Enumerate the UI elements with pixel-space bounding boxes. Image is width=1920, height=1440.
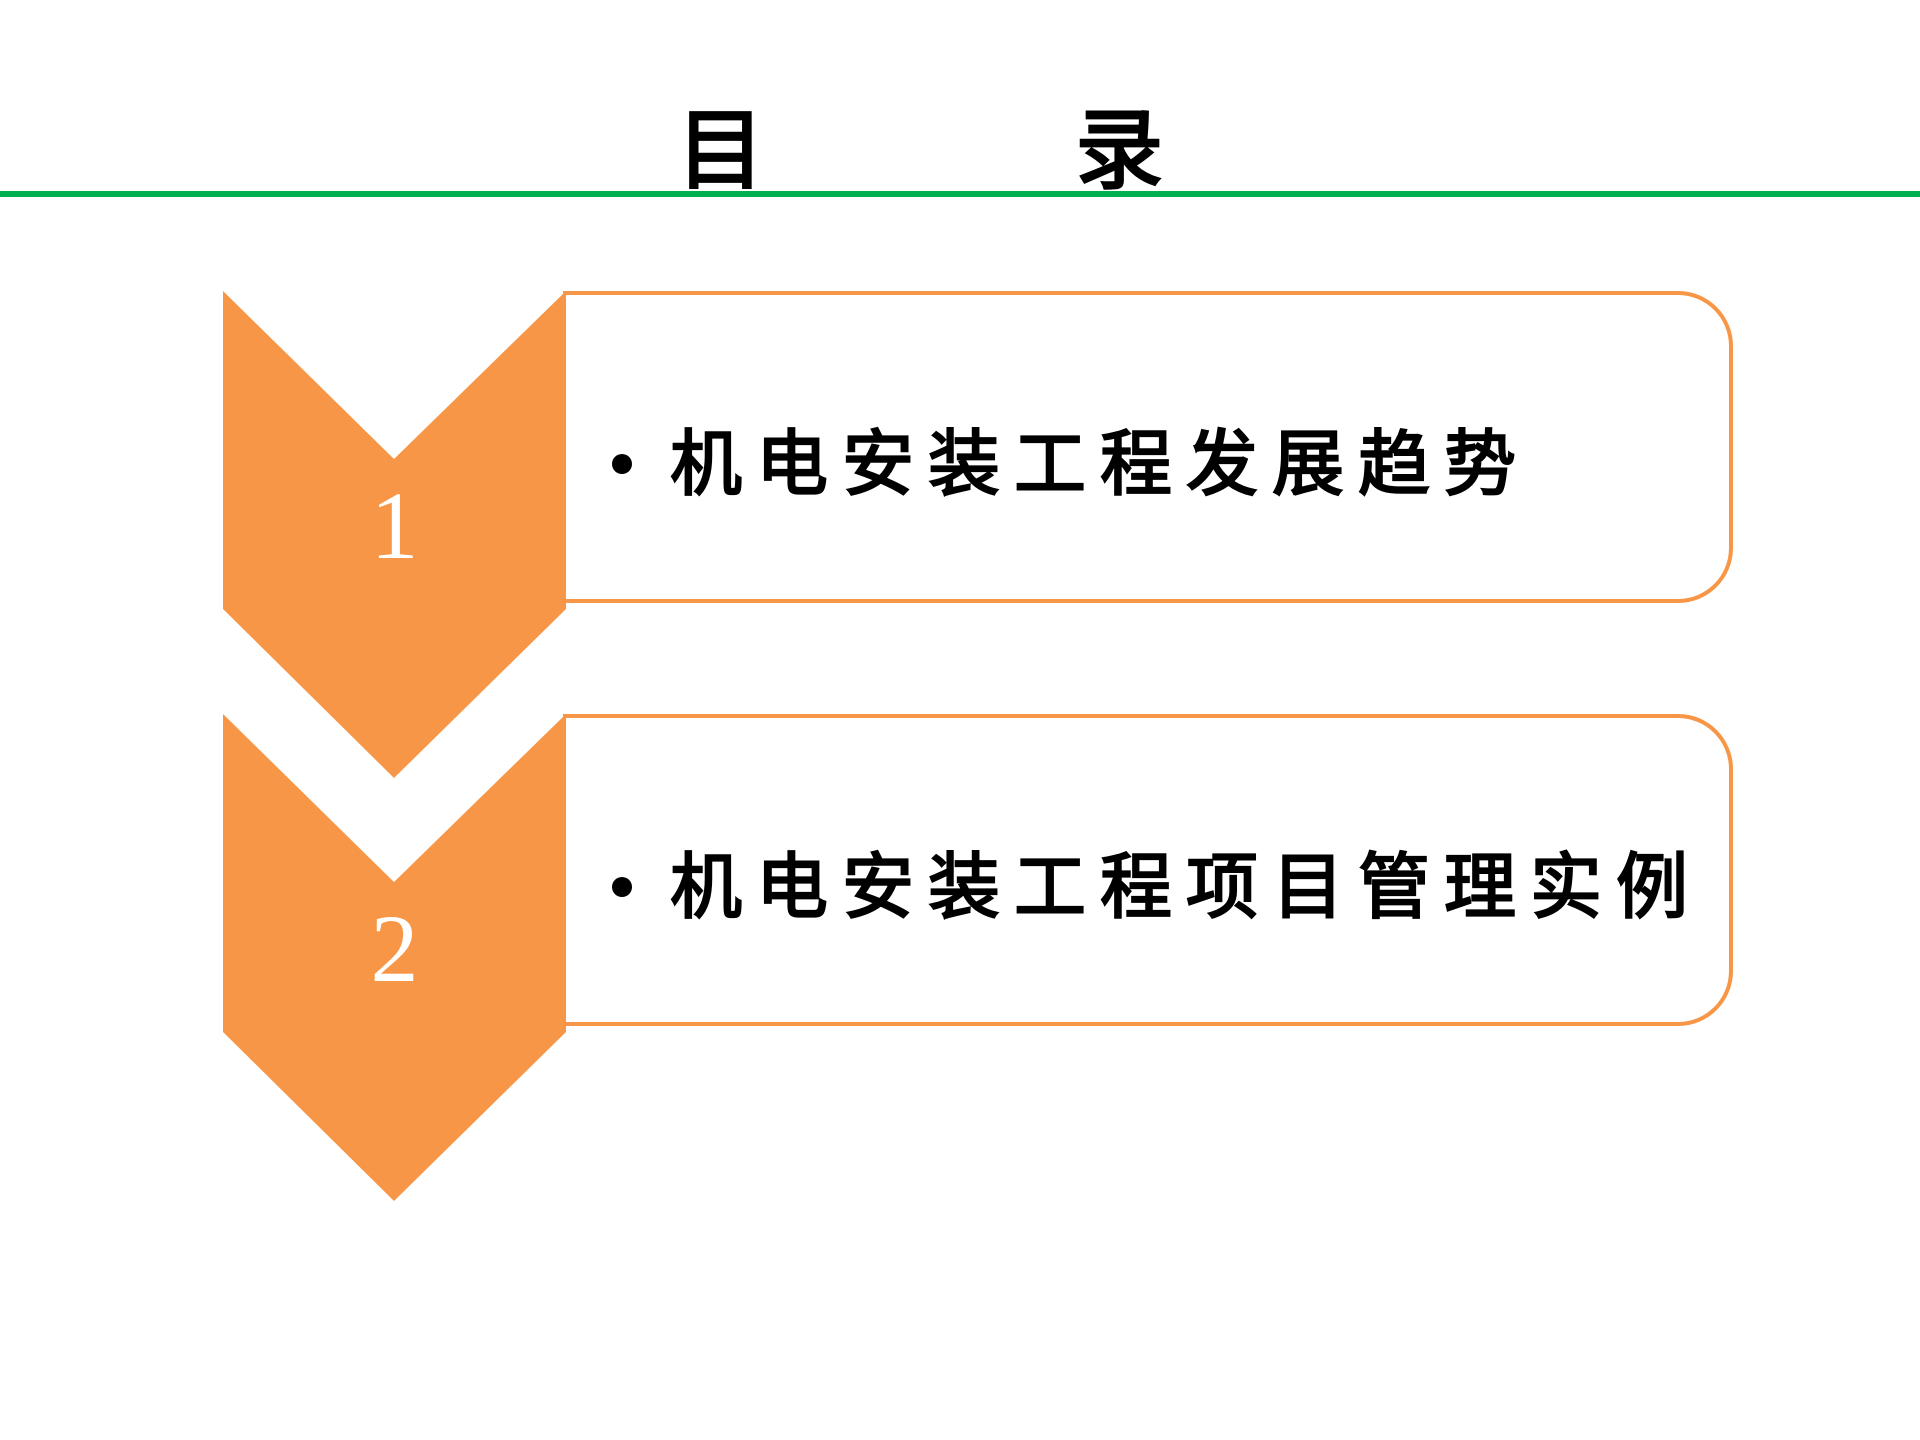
section-number-1: 1 xyxy=(370,472,419,579)
bullet-icon xyxy=(612,877,632,897)
section-box-2[interactable] xyxy=(563,714,1733,1026)
section-box-1[interactable] xyxy=(563,291,1733,603)
chevron-2 xyxy=(223,714,566,1201)
chevron-1 xyxy=(223,291,566,778)
title-divider xyxy=(0,191,1920,197)
section-item-2[interactable]: 机电安装工程项目管理实例 xyxy=(612,828,1702,933)
page-title: 目 录 xyxy=(676,98,1304,202)
section-label-2: 机电安装工程项目管理实例 xyxy=(670,844,1703,929)
bullet-icon xyxy=(612,454,632,474)
section-item-1[interactable]: 机电安装工程发展趋势 xyxy=(612,405,1530,510)
section-number-2: 2 xyxy=(370,895,419,1002)
section-label-1: 机电安装工程发展趋势 xyxy=(670,421,1531,506)
